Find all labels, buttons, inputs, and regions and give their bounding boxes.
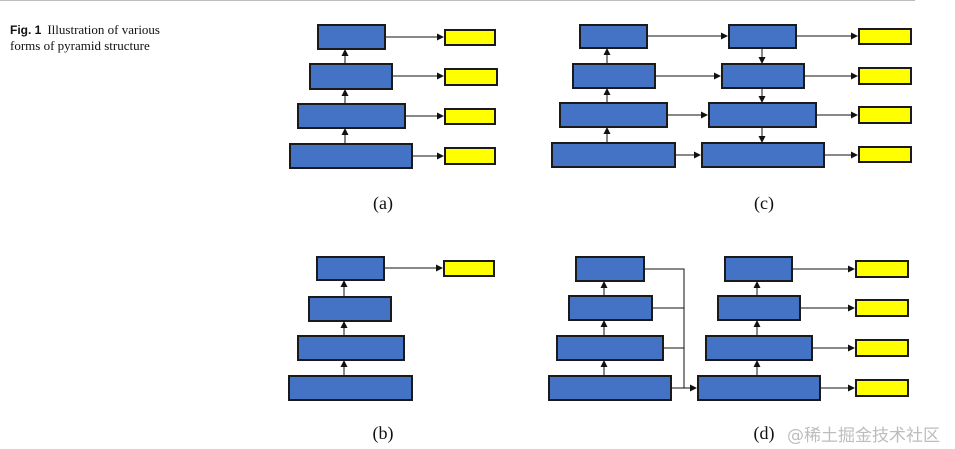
panel-label-a: (a) xyxy=(373,193,393,214)
pyramid-level-3 xyxy=(705,335,813,361)
panel-label-b: (b) xyxy=(373,423,394,444)
feature-level-3 xyxy=(556,335,664,361)
feature-level-4 xyxy=(548,375,672,401)
caption-line-1: Illustration of various xyxy=(47,22,160,37)
prediction-box xyxy=(858,28,912,45)
feature-level-2 xyxy=(309,63,393,90)
figure-label: Fig. 1 xyxy=(10,23,42,37)
feature-level-1 xyxy=(575,256,645,282)
prediction-box xyxy=(855,339,909,357)
connector xyxy=(645,268,685,388)
feature-level-4 xyxy=(288,375,413,401)
feature-level-4 xyxy=(551,142,676,168)
feature-level-3 xyxy=(297,103,406,129)
feature-level-1 xyxy=(579,24,648,49)
prediction-box xyxy=(444,108,496,125)
topdown-level-4 xyxy=(701,142,825,168)
feature-level-2 xyxy=(308,296,392,322)
prediction-box xyxy=(855,299,909,317)
topdown-level-2 xyxy=(721,63,805,89)
pyramid-level-4 xyxy=(697,375,821,401)
panel-label-d: (d) xyxy=(754,423,775,444)
topdown-level-3 xyxy=(708,102,817,128)
feature-level-1 xyxy=(317,24,386,50)
prediction-box xyxy=(444,147,496,165)
caption-line-2: forms of pyramid structure xyxy=(10,38,150,53)
prediction-box xyxy=(858,67,912,85)
feature-level-2 xyxy=(572,63,656,89)
topdown-level-1 xyxy=(728,24,797,49)
prediction-box xyxy=(858,106,912,124)
panel-a xyxy=(289,24,498,169)
pyramid-level-1 xyxy=(724,256,793,282)
prediction-box xyxy=(444,68,498,86)
panel-label-c: (c) xyxy=(754,193,774,214)
prediction-box xyxy=(855,379,909,397)
panel-b xyxy=(288,256,495,401)
prediction-box xyxy=(858,146,912,163)
watermark: @稀土掘金技术社区 xyxy=(787,426,940,446)
feature-level-1 xyxy=(316,256,385,281)
prediction-box xyxy=(443,260,495,277)
prediction-box xyxy=(855,260,909,278)
panel-c xyxy=(551,24,912,168)
feature-level-2 xyxy=(568,295,653,321)
top-rule xyxy=(0,0,915,1)
feature-level-3 xyxy=(559,102,668,128)
feature-level-4 xyxy=(289,143,413,169)
pyramid-level-2 xyxy=(717,295,801,321)
panel-d xyxy=(548,256,909,401)
feature-level-3 xyxy=(297,335,405,361)
figure-caption: Fig. 1 Illustration of various forms of p… xyxy=(10,22,160,54)
prediction-box xyxy=(444,29,496,46)
